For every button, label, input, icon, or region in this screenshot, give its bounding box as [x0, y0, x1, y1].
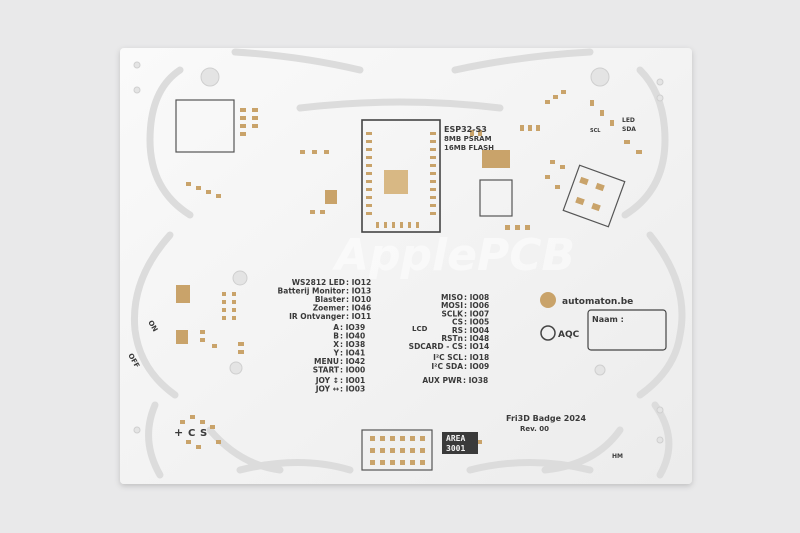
button-pin-label: A	[333, 323, 339, 332]
on-label: ON	[146, 319, 159, 333]
aux-label: AUX PWR	[422, 376, 462, 385]
name-box	[587, 309, 667, 351]
esp32-module-outline	[361, 119, 441, 233]
spi-pin-pin: : IO06	[464, 301, 489, 310]
button-pin-pin: : IO40	[340, 332, 365, 341]
i2c-pin-label: I²C SDA	[431, 362, 463, 371]
area-logo-line2: 3001	[446, 444, 465, 453]
s-label: S	[200, 428, 207, 439]
mcu-flash: 16MB FLASH	[444, 144, 494, 152]
aqc-logo-circle	[540, 325, 556, 341]
plus-label: +	[174, 426, 183, 439]
button-pin-label: X	[333, 340, 339, 349]
peripheral-pin-pin: : IO10	[346, 295, 371, 304]
mcu-name: ESP32-S3	[444, 125, 487, 134]
peripheral-pin-pin: : IO12	[346, 278, 371, 287]
aux-pin: : IO38	[463, 376, 488, 385]
joystick-pin-pin: : IO03	[340, 385, 365, 394]
pcb-outline	[120, 48, 692, 484]
usb-connector-outline	[562, 164, 626, 228]
joystick-pin-pin: : IO01	[340, 376, 365, 385]
led-label: LED	[622, 117, 635, 124]
i2c-pin-pin: : IO09	[464, 362, 489, 371]
peripheral-pin-pin: : IO13	[346, 287, 371, 296]
board-title: Fri3D Badge 2024	[506, 414, 586, 423]
routed-slots	[130, 48, 686, 479]
spi-pin-pin: : IO08	[464, 293, 489, 302]
spi-pin-label: RSTn	[441, 334, 463, 343]
joystick-pin-label: JOY ↕	[315, 376, 339, 385]
button-pin-label: Y	[333, 349, 340, 358]
joystick-pin-label: JOY ↔	[315, 385, 339, 394]
inductor-footprint	[482, 150, 510, 168]
header-pads	[370, 436, 425, 465]
scl-label: SCL	[590, 128, 601, 134]
button-pin-pin: : IO39	[340, 323, 365, 332]
watermark-text: ApplePCB	[332, 230, 575, 281]
sda-label: SDA	[622, 126, 636, 133]
peripheral-pin-label: Zoemer	[313, 304, 346, 313]
usb-pads	[575, 176, 605, 212]
regulator-footprint	[479, 179, 513, 217]
automaton-logo-pad	[540, 292, 556, 308]
mounting-holes	[133, 61, 664, 444]
peripheral-pin-label: IR Ontvanger	[289, 312, 345, 321]
peripheral-pin-label: Blaster	[315, 295, 345, 304]
peripheral-pin-label: WS2812 LED	[292, 278, 345, 287]
i2c-pin-label: I²C SCL	[433, 353, 463, 362]
button-pin-label: B	[333, 332, 339, 341]
spi-pin-label: MOSI	[441, 301, 463, 310]
aqc-logo-text: AQC	[558, 330, 580, 340]
button-pin-pin: : IO42	[340, 357, 365, 366]
button-pin-pin: : IO38	[340, 340, 365, 349]
spi-pin-label: RS	[452, 326, 463, 335]
spi-pin-label: CS	[452, 318, 463, 327]
sdcard-holder	[175, 99, 235, 153]
area-logo-line1: AREA	[446, 434, 465, 443]
name-box-label: Naam :	[592, 315, 624, 324]
peripheral-pin-label: Batterij Monitor	[278, 287, 346, 296]
board-revision: Rev. 00	[520, 425, 549, 433]
spi-pin-pin: : IO04	[464, 326, 489, 335]
button-pin-label: START	[313, 366, 340, 375]
button-pin-pin: : IO41	[340, 349, 365, 358]
spi-pin-label: SDCARD - CS	[409, 342, 463, 351]
spi-pin-pin: : IO07	[464, 309, 489, 318]
peripheral-pin-pin: : IO11	[346, 312, 371, 321]
button-pin-pin: : IO00	[340, 366, 365, 375]
smd-pads	[176, 90, 642, 449]
esp32-pads	[366, 132, 436, 228]
spi-pin-label: SCLK	[442, 309, 465, 318]
button-pin-label: MENU	[314, 357, 339, 366]
spi-pin-label: MISO	[441, 293, 463, 302]
lcd-label: LCD	[412, 325, 428, 333]
off-label: OFF	[126, 352, 141, 370]
c-label: C	[188, 428, 195, 439]
spi-pin-pin: : IO14	[464, 342, 489, 351]
spi-pin-pin: : IO05	[464, 318, 489, 327]
mcu-psram: 8MB PSRAM	[444, 135, 492, 143]
area-logo-box	[442, 432, 478, 454]
corner-mark: HM	[612, 453, 623, 460]
i2c-pin-pin: : IO18	[464, 353, 489, 362]
website-text: automaton.be	[562, 297, 633, 307]
peripheral-pin-pin: : IO46	[346, 304, 371, 313]
spi-pin-pin: : IO48	[464, 334, 489, 343]
header-connector	[361, 429, 433, 471]
